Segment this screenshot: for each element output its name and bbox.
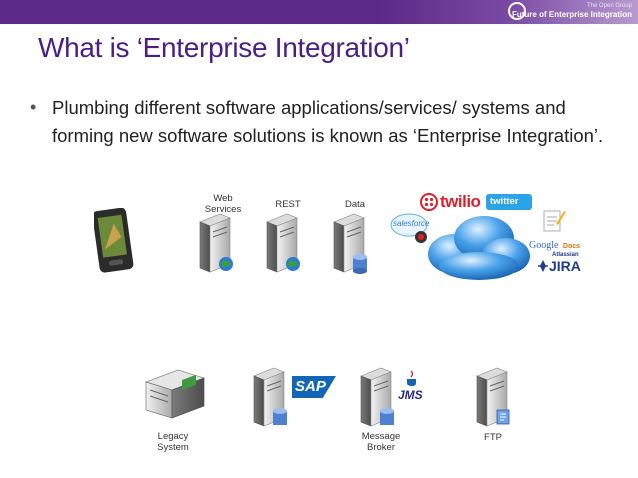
jira-icon: [538, 260, 548, 272]
slide-body-text: Plumbing different software applications…: [52, 97, 604, 146]
sap-logo: SAP: [292, 376, 336, 398]
sap-logo-text: SAP: [295, 378, 326, 395]
rest-label: REST: [275, 199, 301, 210]
sap-server-icon: [253, 367, 287, 427]
message-broker-server-icon: [360, 367, 394, 427]
data-server-icon: [333, 213, 367, 274]
brand-logo-icon: [508, 2, 526, 20]
twilio-logo-icon: [420, 193, 438, 211]
brand-small-text: The Open Group: [586, 3, 632, 9]
ftp-server-icon: [476, 367, 510, 427]
twilio-logo-text: twilio: [440, 192, 481, 211]
header-bar: The Open Group Future of Enterprise Inte…: [0, 0, 638, 24]
app-badge-icon: [415, 231, 427, 243]
data-label: Data: [344, 199, 366, 210]
web-services-server-icon: [199, 213, 233, 273]
jira-logo-text: JIRA: [549, 258, 581, 274]
cloud-services-icon: [428, 216, 530, 280]
twitter-logo: twitter: [486, 194, 532, 210]
google-docs-document-icon: [543, 210, 566, 232]
rest-server-icon: [266, 213, 300, 273]
java-cup-icon: [407, 370, 416, 386]
slide-title: What is ‘Enterprise Integration’: [38, 32, 410, 63]
bullet-marker: •: [30, 97, 37, 117]
salesforce-logo-text: salesforce: [393, 219, 430, 228]
atlassian-label: Atlassian: [552, 252, 579, 258]
google-docs-logo: Google Docs: [529, 235, 580, 253]
twitter-logo-text: twitter: [490, 196, 519, 207]
google-docs-docs-text: Docs: [562, 243, 581, 250]
brand: The Open Group Future of Enterprise Inte…: [512, 3, 632, 20]
google-docs-google-text: Google: [529, 240, 559, 251]
salesforce-logo-icon: [390, 213, 428, 237]
web-services-label: Web Services: [204, 193, 242, 215]
brand-title: Future of Enterprise Integration: [511, 10, 632, 19]
message-broker-label: Message Broker: [361, 431, 401, 453]
legacy-system-icon: [144, 369, 206, 419]
mobile-phone-icon: [94, 208, 134, 273]
jms-logo-text: JMS: [398, 388, 423, 402]
ftp-label: FTP: [484, 432, 502, 443]
legacy-system-label: Legacy System: [157, 431, 189, 453]
